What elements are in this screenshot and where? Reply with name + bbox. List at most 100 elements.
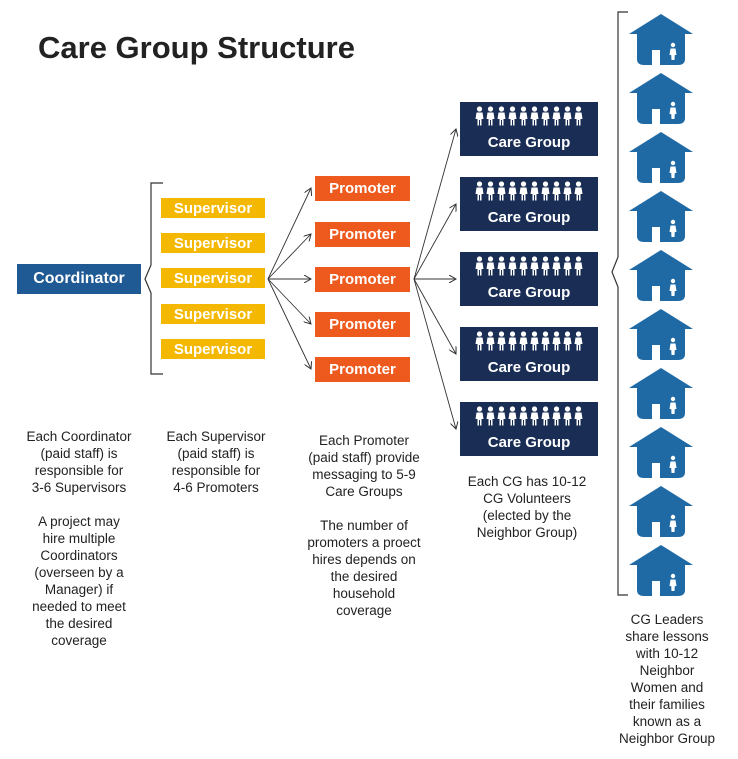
person-icon [475, 256, 484, 276]
care-group-label: Care Group [487, 359, 571, 376]
description-line: (elected by the [482, 508, 572, 523]
person-icon [552, 181, 561, 201]
promoter-label: Promoter [329, 226, 396, 243]
volunteers-row [460, 181, 598, 201]
person-icon [497, 331, 506, 351]
person-icon [475, 181, 484, 201]
description-line: household [332, 586, 396, 601]
person-icon [486, 106, 495, 126]
description-line: hires depends on [312, 552, 416, 567]
care-group-label: Care Group [487, 434, 571, 451]
supervisor-label: Supervisor [173, 340, 253, 358]
person-icon [530, 181, 539, 201]
promoter-box: Promoter [315, 312, 410, 337]
person-icon [541, 256, 550, 276]
description-line: Each Supervisor [166, 429, 266, 444]
supervisor-box: Supervisor [161, 339, 265, 359]
connector-arrow [413, 204, 456, 280]
description-line: Neighbor Group [618, 731, 716, 746]
volunteers-row [460, 406, 598, 426]
house-icon [628, 484, 694, 545]
description-line: coverage [336, 603, 392, 618]
promoter-box: Promoter [315, 267, 410, 292]
person-icon [497, 106, 506, 126]
connector-arrow [267, 188, 311, 280]
description-line [8, 496, 150, 513]
person-icon [508, 256, 517, 276]
promoter-label: Promoter [329, 361, 396, 378]
care-group-label: Care Group [487, 134, 571, 151]
description-line: coverage [51, 633, 107, 648]
person-icon [486, 181, 495, 201]
description-line: (paid staff) provide [308, 450, 420, 465]
connector-arrow [267, 234, 311, 280]
promoter-box: Promoter [315, 176, 410, 201]
person-icon [508, 331, 517, 351]
description-line: A project may [38, 514, 120, 529]
connector-arrow [413, 129, 456, 280]
promoter-label: Promoter [329, 180, 396, 197]
person-icon [574, 406, 583, 426]
description-line: the desired [330, 569, 398, 584]
person-icon [552, 256, 561, 276]
person-icon [563, 181, 572, 201]
person-icon [530, 331, 539, 351]
supervisor-box: Supervisor [161, 198, 265, 218]
person-icon [563, 406, 572, 426]
description-line: (paid staff) is [40, 446, 118, 461]
coordinator-box: Coordinator [17, 264, 141, 294]
supervisor-box: Supervisor [161, 304, 265, 324]
description-line: known as a [632, 714, 702, 729]
supervisor-bracket [144, 182, 163, 375]
connector-arrow [413, 278, 456, 429]
person-icon [497, 181, 506, 201]
care-group-box: Care Group [460, 177, 598, 231]
description-line: Each CG has 10-12 [467, 474, 587, 489]
volunteers-row [460, 106, 598, 126]
description-line: hire multiple [42, 531, 116, 546]
person-icon [508, 406, 517, 426]
house-icon [628, 130, 694, 191]
description-line: (paid staff) is [177, 446, 255, 461]
person-icon [508, 181, 517, 201]
person-icon [519, 406, 528, 426]
person-icon [541, 106, 550, 126]
connector-arrow [267, 278, 311, 369]
person-icon [541, 331, 550, 351]
description-line: Care Groups [325, 484, 403, 499]
house-icon [628, 307, 694, 368]
house-icon [628, 71, 694, 132]
house-icon [628, 425, 694, 486]
supervisor-box: Supervisor [161, 233, 265, 253]
description-line: Neighbor [639, 663, 695, 678]
coordinator-label: Coordinator [33, 270, 125, 287]
description-line: the desired [45, 616, 113, 631]
person-icon [574, 256, 583, 276]
person-icon [552, 106, 561, 126]
person-icon [563, 331, 572, 351]
volunteers-row [460, 256, 598, 276]
description-line: Coordinators [40, 548, 118, 563]
care-group-box: Care Group [460, 402, 598, 456]
supervisor-label: Supervisor [173, 199, 253, 217]
person-icon [519, 331, 528, 351]
description-line: needed to meet [32, 599, 126, 614]
promoter-label: Promoter [329, 316, 396, 333]
person-icon [486, 406, 495, 426]
person-icon [486, 331, 495, 351]
person-icon [475, 331, 484, 351]
house-icon [628, 366, 694, 427]
house-icon [628, 12, 694, 73]
promoter-label: Promoter [329, 271, 396, 288]
supervisor-box: Supervisor [161, 268, 265, 288]
description-line: Each Coordinator [26, 429, 132, 444]
volunteers-row [460, 331, 598, 351]
person-icon [574, 181, 583, 201]
connector-arrow [413, 278, 456, 354]
supervisor-label: Supervisor [173, 269, 253, 287]
description-line: Women and [630, 680, 704, 695]
description-line: promoters a proect [307, 535, 421, 550]
